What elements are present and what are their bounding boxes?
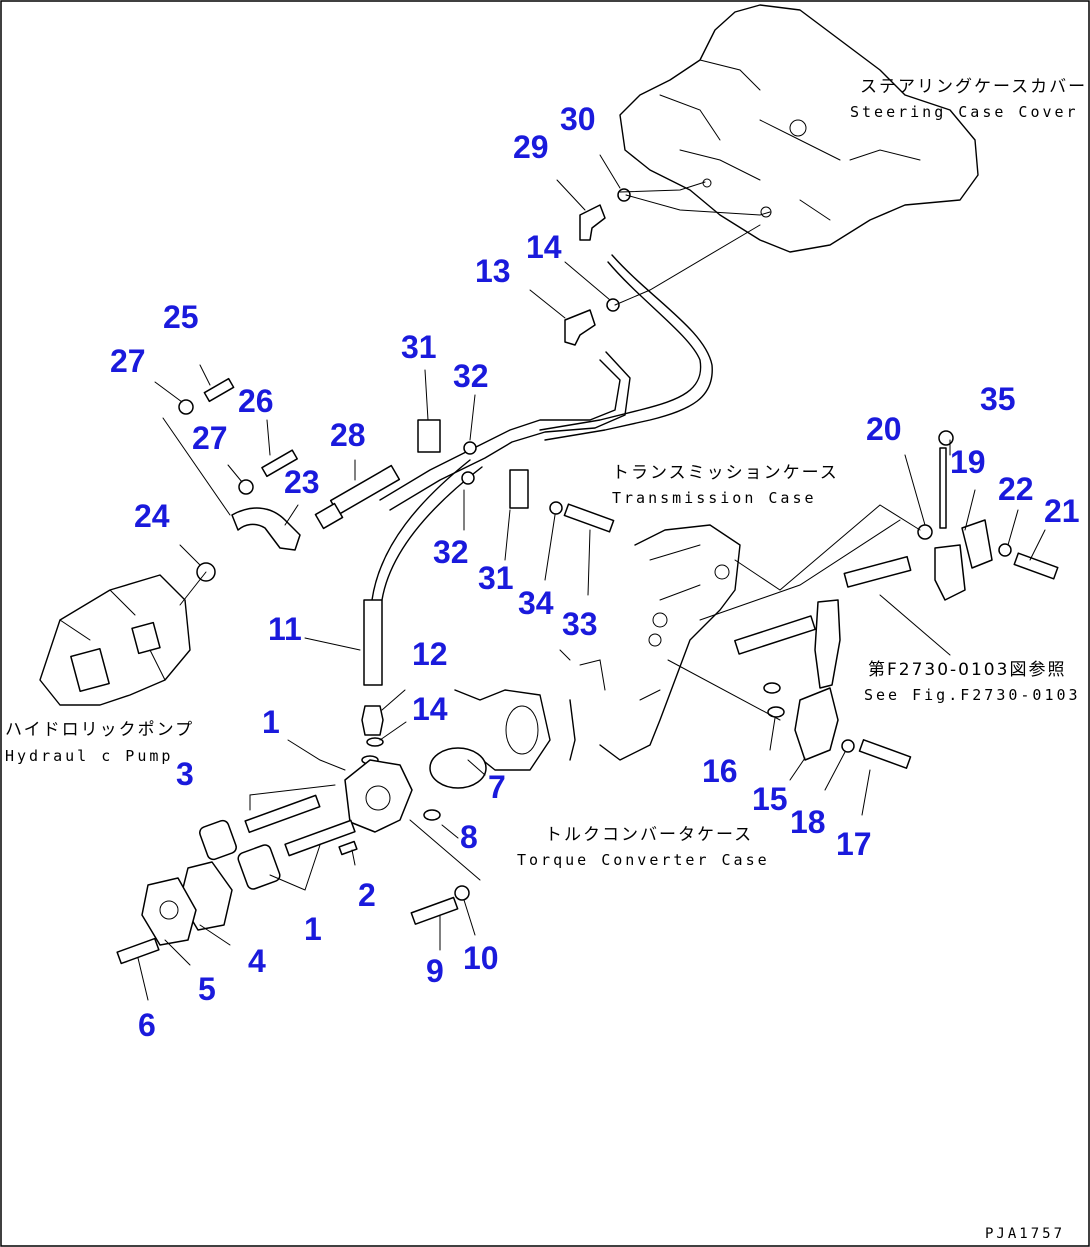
elbow-29 [579, 204, 606, 241]
pipe-16 [734, 615, 816, 655]
callout-1: 1 [304, 911, 322, 947]
steering-case-cover [619, 4, 979, 253]
callout-18: 18 [790, 804, 826, 840]
callout-6: 6 [138, 1007, 156, 1043]
pump-body [344, 759, 413, 833]
flange-7 [429, 747, 487, 789]
clip-31 [417, 419, 441, 453]
leader-lines [137, 154, 1046, 1001]
hydraulic-pump [39, 574, 191, 706]
transmission-case [599, 519, 901, 761]
figure-code: PJA1757 [985, 1226, 1065, 1242]
callout-24: 24 [134, 498, 170, 534]
callout-2: 2 [358, 877, 376, 913]
torque-converter-case-label-jp: トルクコンバータケース [545, 825, 753, 845]
gear-3 [199, 819, 237, 861]
callout-14: 14 [412, 691, 448, 727]
callout-17: 17 [836, 826, 872, 862]
bolt-17 [858, 739, 912, 769]
hose-28 [329, 464, 401, 516]
callout-28: 28 [330, 417, 366, 453]
callout-20: 20 [866, 411, 902, 447]
callout-15: 15 [752, 781, 788, 817]
bolt-25 [203, 377, 235, 403]
callout-33: 33 [562, 606, 598, 642]
elbow-13 [564, 309, 596, 346]
hose-end-11 [363, 599, 383, 686]
bolt-21 [1013, 552, 1059, 580]
cover-5 [141, 877, 197, 946]
torque-converter-case-label-en: Torque Converter Case [517, 851, 770, 869]
callout-27: 27 [110, 343, 146, 379]
callout-4: 4 [248, 943, 266, 979]
elbow-23 [231, 507, 301, 551]
callout-29: 29 [513, 129, 549, 165]
callout-9: 9 [426, 953, 444, 989]
callout-22: 22 [998, 471, 1034, 507]
bolt-26 [261, 449, 298, 478]
callout-27: 27 [192, 420, 228, 456]
callout-10: 10 [463, 940, 499, 976]
bolt-9 [410, 896, 459, 925]
callout-1: 1 [262, 704, 280, 740]
bracket-15 [794, 687, 839, 761]
bolt-33 [563, 503, 615, 533]
steering-case-cover-label-en: Steering Case Cover [850, 103, 1079, 121]
callout-30: 30 [560, 101, 596, 137]
callout-13: 13 [475, 253, 511, 289]
callout-34: 34 [518, 585, 554, 621]
bolt-6 [116, 937, 160, 965]
callout-16: 16 [702, 753, 738, 789]
transmission-case-label-jp: トランスミッションケース [612, 463, 839, 483]
see-fig-label-jp: 第F2730-0103図参照 [868, 660, 1066, 680]
block-19 [934, 544, 966, 601]
callout-31: 31 [478, 560, 514, 596]
callout-32: 32 [453, 358, 489, 394]
callout-5: 5 [198, 971, 216, 1007]
text-labels: ステアリングケースカバー Steering Case Cover トランスミッシ… [5, 77, 1087, 1242]
callout-14: 14 [526, 229, 562, 265]
adapter-12 [361, 705, 384, 736]
torque-converter-case [454, 649, 606, 771]
callout-19: 19 [950, 444, 986, 480]
callout-3: 3 [176, 756, 194, 792]
callout-numbers: 1 1 2 3 4 5 6 7 8 9 10 11 12 13 14 14 15… [110, 101, 1080, 1043]
callout-31: 31 [401, 329, 437, 365]
transmission-case-label-en: Transmission Case [612, 489, 817, 507]
callout-32: 32 [433, 534, 469, 570]
hydraulic-pump-label-jp: ハイドロリックポンプ [5, 720, 194, 740]
parts [116, 188, 1059, 965]
callout-25: 25 [163, 299, 199, 335]
callout-8: 8 [460, 819, 478, 855]
callout-23: 23 [284, 464, 320, 500]
callout-11: 11 [268, 611, 302, 647]
clip-31b [509, 469, 529, 509]
steering-case-cover-label-jp: ステアリングケースカバー [860, 77, 1087, 97]
callout-7: 7 [488, 769, 506, 805]
hydraulic-pump-label-en: Hydraul c Pump [5, 747, 173, 765]
see-fig-label-en: See Fig.F2730-0103 [864, 686, 1081, 704]
callout-12: 12 [412, 636, 448, 672]
callout-35: 35 [980, 381, 1016, 417]
callout-21: 21 [1044, 493, 1080, 529]
callout-26: 26 [238, 383, 274, 419]
gear-1 [237, 844, 281, 890]
